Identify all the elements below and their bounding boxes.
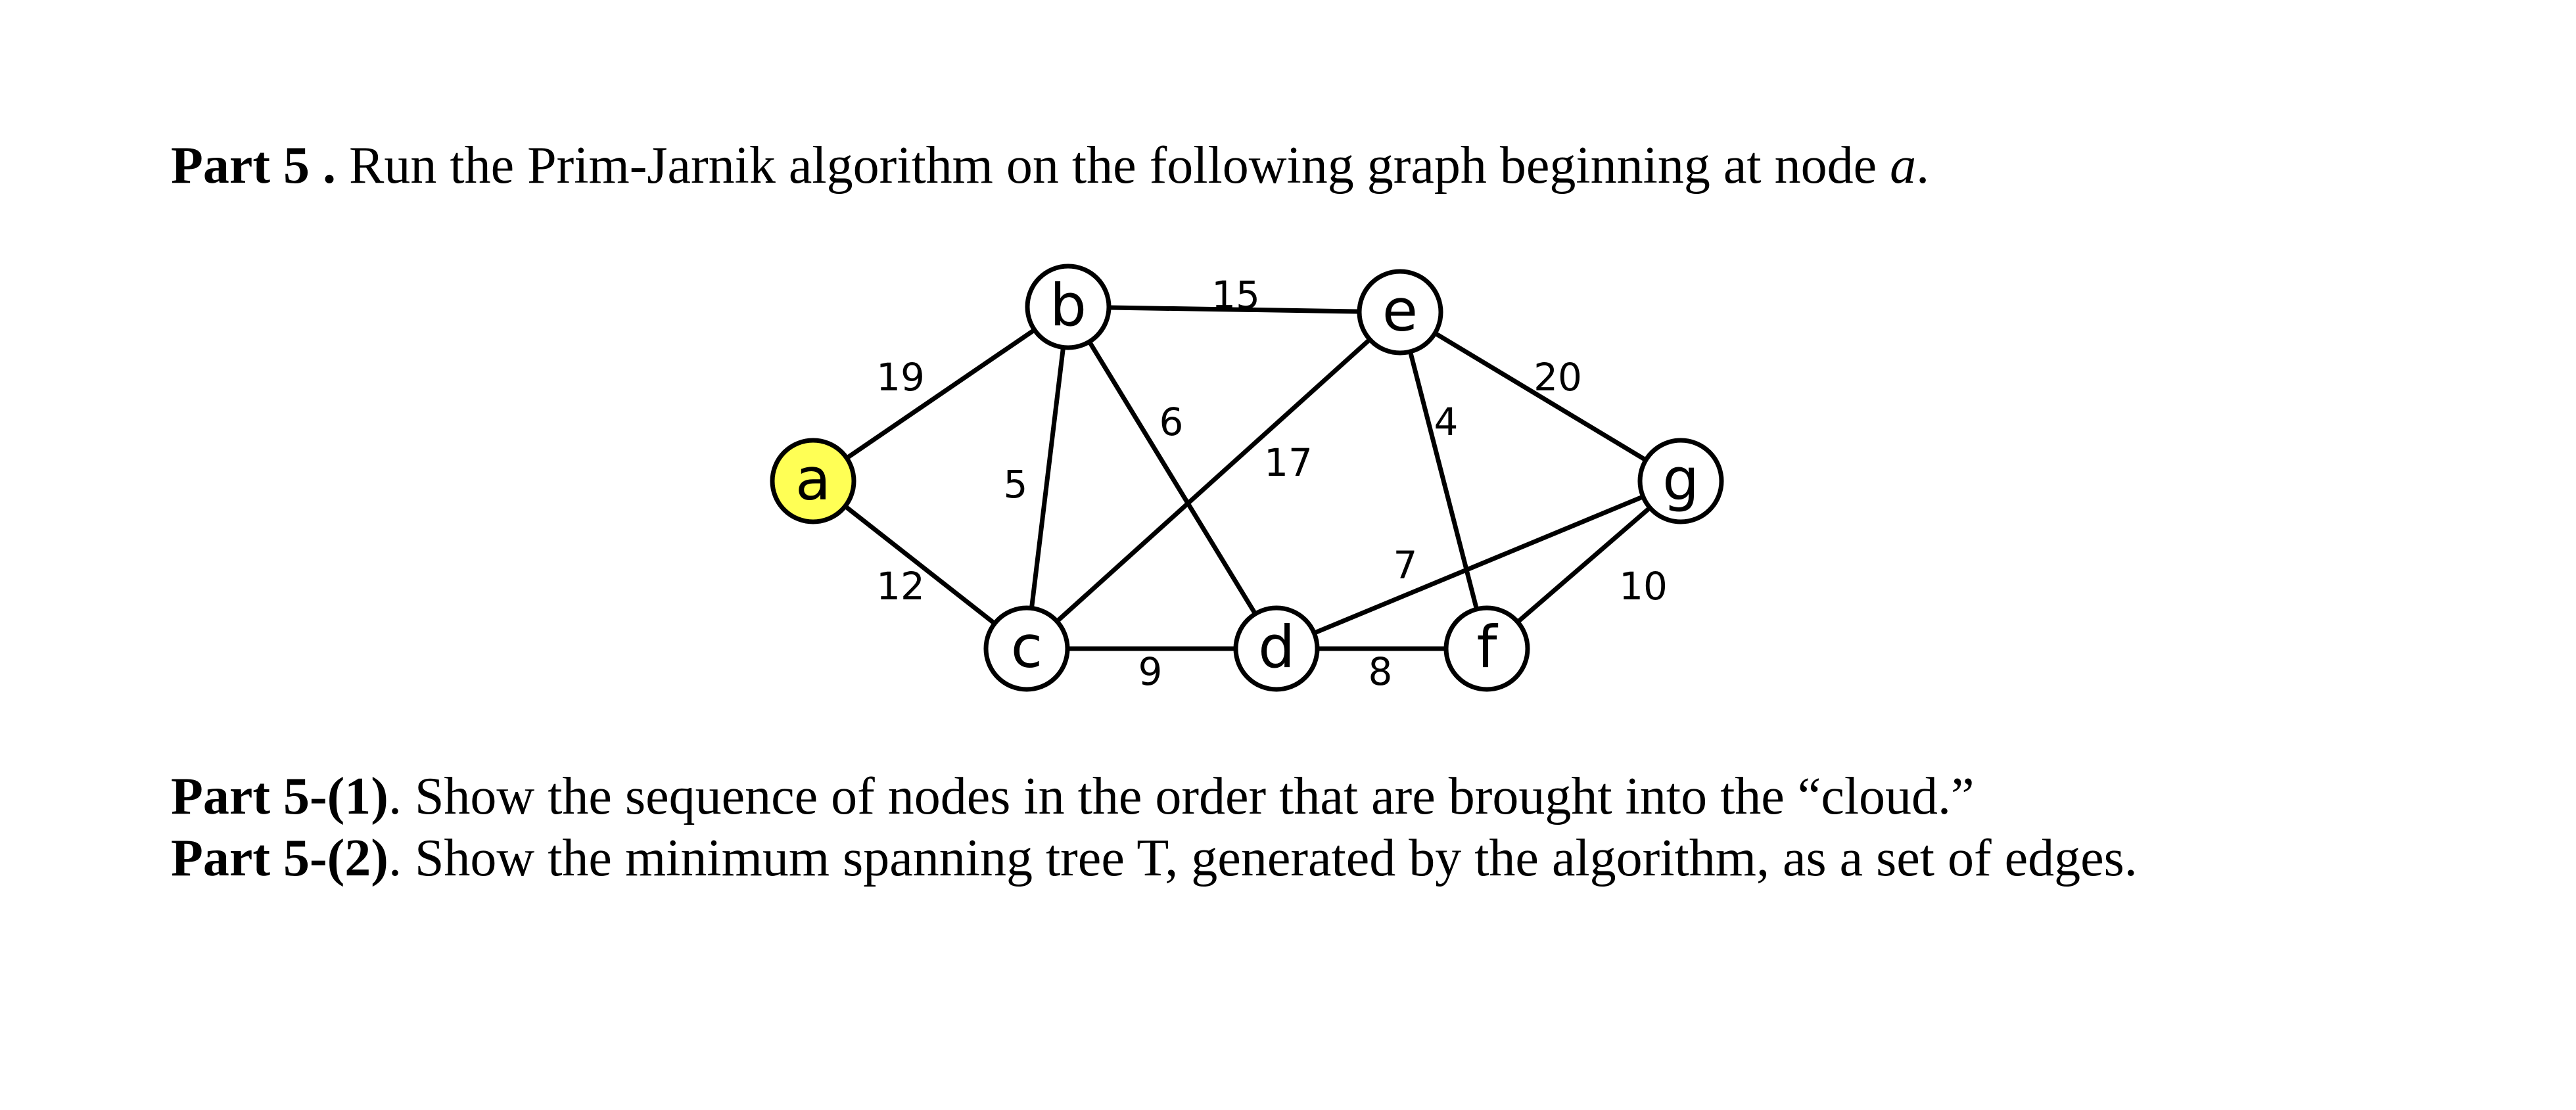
node-circle — [1443, 605, 1530, 692]
node-label: c — [1011, 613, 1042, 681]
edge-d-g — [1275, 478, 1682, 651]
edge-a-c — [811, 479, 1029, 651]
question-1-label: Part 5-(1) — [171, 768, 388, 825]
question-2-label: Part 5-(2) — [171, 829, 388, 887]
part-label: Part 5 . — [171, 137, 337, 195]
start-node-ref: a — [1890, 137, 1917, 195]
node-b: b — [1025, 264, 1112, 350]
node-g: g — [1637, 438, 1724, 524]
node-f: f — [1443, 605, 1530, 692]
node-label: d — [1258, 613, 1295, 681]
node-circle — [983, 605, 1070, 692]
node-label: e — [1382, 277, 1418, 344]
node-circle — [1357, 269, 1443, 356]
edge-weight-d-f: 8 — [1369, 649, 1393, 694]
node-circle — [1637, 438, 1724, 524]
node-label: a — [795, 446, 831, 513]
edge-weight-f-g: 10 — [1619, 564, 1668, 609]
edge-weight-d-g: 7 — [1393, 543, 1418, 588]
node-a: a — [770, 438, 856, 524]
edge-weight-b-d: 6 — [1159, 400, 1184, 444]
edge-weight-e-g: 20 — [1534, 355, 1582, 400]
edge-weight-b-e: 15 — [1211, 273, 1260, 317]
edge-weight-c-e: 17 — [1264, 440, 1313, 485]
edge-weight-b-c: 5 — [1004, 462, 1028, 507]
intro-body: Run the Prim-Jarnik algorithm on the fol… — [336, 137, 1890, 195]
node-circle — [1233, 605, 1320, 692]
edge-weight-c-d: 9 — [1138, 649, 1163, 694]
edge-b-c — [1024, 306, 1071, 649]
question-1-text: . Show the sequence of nodes in the orde… — [388, 768, 1975, 825]
edge-weight-e-f: 4 — [1434, 400, 1459, 444]
node-d: d — [1233, 605, 1320, 692]
question-2-text: . Show the minimum spanning tree T, gene… — [388, 829, 2138, 887]
node-label: f — [1477, 613, 1499, 681]
intro-end: . — [1916, 137, 1930, 195]
question-1: Part 5-(1). Show the sequence of nodes i… — [171, 770, 1975, 823]
node-c: c — [983, 605, 1070, 692]
edge-a-b — [812, 305, 1069, 483]
question-2: Part 5-(2). Show the minimum spanning tr… — [171, 832, 2138, 885]
edge-e-f — [1397, 312, 1489, 649]
edge-b-d — [1066, 306, 1278, 650]
node-e: e — [1357, 269, 1443, 356]
node-label: b — [1050, 271, 1087, 339]
edge-weight-a-b: 19 — [876, 355, 925, 400]
node-circle — [1025, 264, 1112, 350]
edge-e-g — [1399, 310, 1682, 483]
edge-b-e — [1067, 304, 1401, 315]
edge-c-e — [1025, 310, 1402, 651]
intro-text: Part 5 . Run the Prim-Jarnik algorithm o… — [171, 139, 1929, 192]
node-label: g — [1662, 446, 1699, 513]
node-circle — [770, 438, 856, 524]
edge-weight-a-c: 12 — [876, 564, 925, 609]
